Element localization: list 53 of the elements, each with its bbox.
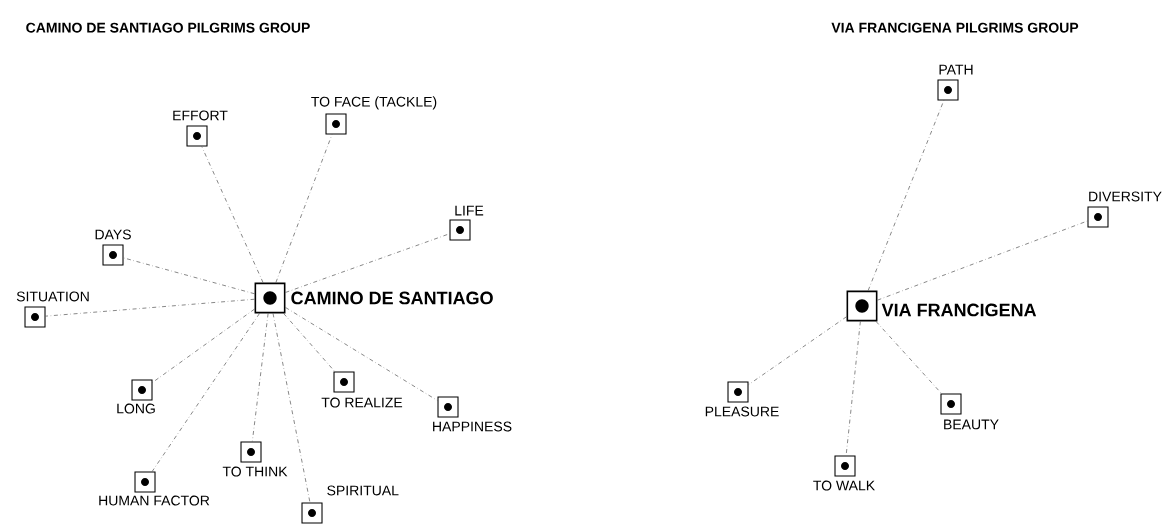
hub-node: VIA FRANCIGENA <box>846 290 1037 322</box>
group-title: VIA FRANCIGENA PILGRIMS GROUP <box>831 22 1079 33</box>
concept-node: HAPPINESS <box>433 396 512 432</box>
node-label: PLEASURE <box>705 406 779 417</box>
node-label: TO THINK <box>222 466 288 477</box>
node-label: CAMINO DE SANTIAGO <box>291 291 493 305</box>
connector-line <box>275 134 333 283</box>
node-label: HUMAN FACTOR <box>99 495 210 506</box>
node-label: TO FACE (TACKLE) <box>311 96 437 110</box>
concept-node: PLEASURE <box>705 381 779 417</box>
node-label: VIA FRANCIGENA <box>881 303 1037 317</box>
concept-node: SPIRITUAL <box>301 485 399 524</box>
node-label: LIFE <box>455 205 484 216</box>
concept-node: DAYS <box>95 229 131 266</box>
node-label: TO WALK <box>813 480 875 491</box>
connector-line <box>283 313 336 372</box>
node-label: SITUATION <box>16 291 89 302</box>
connector-line <box>251 313 269 442</box>
concept-node: EFFORT <box>173 110 228 147</box>
connector-line <box>285 233 450 293</box>
node-label: BEAUTY <box>944 419 999 430</box>
connector-line <box>151 313 260 472</box>
connector-line <box>875 321 942 394</box>
concept-node: LONG <box>117 379 155 414</box>
connector-line <box>867 100 945 291</box>
concept-node: LIFE <box>449 205 484 241</box>
concept-node: BEAUTY <box>940 393 999 430</box>
concept-node: TO THINK <box>222 441 288 477</box>
concept-node: PATH <box>937 64 973 101</box>
connector-line <box>845 321 861 456</box>
connector-line <box>877 220 1088 301</box>
connector-line <box>272 313 311 503</box>
concept-node: HUMAN FACTOR <box>99 471 210 506</box>
concept-node: TO FACE (TACKLE) <box>311 96 437 135</box>
connector-line <box>201 146 264 283</box>
connector-line <box>285 307 438 401</box>
connector-line <box>45 298 255 317</box>
node-label: LONG <box>117 403 155 414</box>
node-label: DAYS <box>95 229 131 240</box>
hub-node: CAMINO DE SANTIAGO <box>254 282 493 314</box>
node-label: SPIRITUAL <box>327 485 399 496</box>
connector-line <box>748 316 847 386</box>
group-title: CAMINO DE SANTIAGO PILGRIMS GROUP <box>26 22 310 33</box>
node-label: TO REALIZE <box>321 397 403 408</box>
concept-node: DIVERSITY <box>1087 191 1162 228</box>
connector-line <box>123 257 255 295</box>
concept-node: SITUATION <box>16 291 89 328</box>
node-label: HAPPINESS <box>433 421 512 432</box>
node-label: DIVERSITY <box>1089 191 1162 202</box>
node-label: PATH <box>939 64 973 75</box>
concept-node: TO WALK <box>813 455 875 491</box>
node-label: EFFORT <box>173 110 228 121</box>
concept-node: TO REALIZE <box>321 371 403 408</box>
